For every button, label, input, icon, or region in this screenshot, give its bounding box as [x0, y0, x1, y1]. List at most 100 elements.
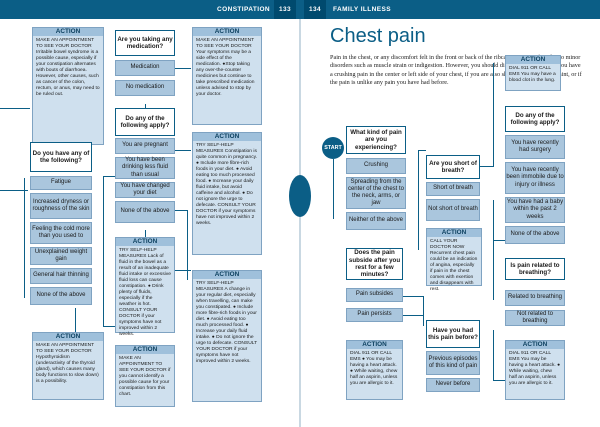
action-text: DIAL 911 OR CALL EMS You may have a bloo… [509, 66, 556, 83]
right-page-number: 134 [304, 0, 326, 19]
action-text: TRY SELF-HELP MEASURES Constipation is q… [196, 143, 258, 226]
action-text: MAKE AN APPOINTMENT TO SEE YOUR DOCTOR i… [119, 356, 171, 397]
connector-line [0, 108, 30, 109]
option-never-before: Never before [426, 378, 480, 392]
action-box: ACTION DIAL 911 OR CALL EMS ● You may be… [346, 340, 403, 400]
connector-line [175, 150, 191, 151]
action-text: DIAL 911 OR CALL EMS ● You may be having… [350, 351, 398, 386]
option-no-medication: No medication [115, 80, 175, 96]
action-text: MAKE AN APPOINTMENT TO SEE YOUR DOCTOR I… [36, 38, 100, 97]
connector-line [145, 230, 146, 242]
action-box: ACTION TRY SELF-HELP MEASURES A change i… [192, 270, 262, 402]
option-none: None of the above [505, 226, 565, 244]
option-injury: You have recently been immobile due to i… [505, 162, 565, 194]
connector-line [175, 210, 187, 211]
action-box: ACTION MAKE AN APPOINTMENT TO SEE YOUR D… [32, 332, 104, 400]
option-pregnant: You are pregnant [115, 138, 175, 154]
connector-line [403, 315, 423, 316]
option-dryness: Increased dryness or roughness of the sk… [30, 193, 92, 219]
right-page-header: 134 FAMILY ILLNESS [300, 0, 600, 19]
right-running-head: FAMILY ILLNESS [333, 6, 391, 13]
action-title: ACTION [33, 333, 103, 341]
question-related-breathing: Is pain related to breathing? [505, 258, 565, 280]
action-box: ACTION DIAL 911 OR CALL EMS You may have… [505, 55, 561, 91]
page-title: Chest pain [330, 25, 426, 47]
left-page-header: CONSTIPATION 133 [0, 0, 300, 19]
option-not-related: Not related to breathing [505, 310, 565, 326]
connector-line [493, 63, 494, 166]
option-changed-diet: You have changed your diet [115, 182, 175, 198]
connector-line [403, 296, 423, 297]
option-pain-persists: Pain persists [346, 308, 403, 322]
action-title: ACTION [116, 346, 174, 354]
action-title: ACTION [116, 238, 174, 246]
action-text: TRY SELF-HELP MEASURES A change in your … [196, 281, 257, 364]
option-surgery: You have recently had surgery [505, 135, 565, 159]
connector-line [75, 308, 76, 332]
option-baby: You have had a baby within the past 2 we… [505, 197, 565, 223]
action-title: ACTION [427, 229, 481, 237]
action-box: ACTION MAKE AN APPOINTMENT TO SEE YOUR D… [192, 27, 262, 125]
connector-line [493, 380, 505, 381]
question-pain-before: Have you had this pain before? [426, 320, 480, 348]
connector-line [493, 330, 494, 380]
option-weight: Unexplained weight gain [30, 247, 92, 265]
question-short-of-breath: Are you short of breath? [426, 155, 480, 179]
start-badge: START [322, 137, 344, 159]
option-related: Related to breathing [505, 290, 565, 306]
connector-line [103, 176, 115, 177]
connector-line [480, 166, 494, 167]
option-none: None of the above [30, 287, 92, 305]
option-pain-subsides: Pain subsides [346, 288, 403, 302]
option-cold: Feeling the cold more than you used to [30, 222, 92, 244]
option-spreading: Spreading from the center of the chest t… [346, 177, 406, 209]
action-title: ACTION [347, 341, 402, 349]
connector-line [187, 210, 188, 280]
action-title: ACTION [193, 271, 261, 279]
question-kind-of-pain: What kind of pain are you experiencing? [346, 126, 406, 154]
option-hair: General hair thinning [30, 268, 92, 284]
option-not-short-of-breath: Not short of breath [426, 199, 480, 221]
action-text: TRY SELF-HELP MEASURES Lack of fluid in … [119, 248, 171, 337]
question-following: Do any of the following apply? [505, 106, 565, 132]
connector-line [493, 200, 494, 300]
connector-line [418, 150, 419, 250]
action-box: ACTION TRY SELF-HELP MEASURES Lack of fl… [115, 237, 175, 337]
connector-line [103, 326, 115, 327]
action-text: MAKE AN APPOINTMENT TO SEE YOUR DOCTOR Y… [196, 38, 255, 97]
connector-line [418, 150, 426, 151]
option-none: None of the above [115, 201, 175, 223]
connector-line [333, 159, 334, 219]
connector-line [175, 270, 191, 271]
action-title: ACTION [33, 28, 103, 36]
option-fatigue: Fatigue [30, 176, 92, 190]
connector-line [493, 240, 505, 241]
option-less-fluid: You have been drinking less fluid than u… [115, 157, 175, 179]
question-any-of-following: Do you have any of the following? [30, 142, 92, 172]
action-title: ACTION [193, 133, 261, 141]
action-box: ACTION DIAL 911 OR CALL EMS You may be h… [505, 340, 565, 400]
connector-line [0, 190, 28, 191]
action-text: CALL YOUR DOCTOR NOW Recurrent chest pai… [430, 239, 478, 292]
action-box: ACTION MAKE AN APPOINTMENT TO SEE YOUR D… [115, 345, 175, 407]
action-text: DIAL 911 OR CALL EMS You may be having a… [509, 351, 561, 386]
intro-paragraph: Pain in the chest, or any discomfort fel… [330, 54, 582, 87]
action-title: ACTION [506, 56, 560, 64]
action-box: ACTION CALL YOUR DOCTOR NOW Recurrent ch… [426, 228, 482, 292]
section-tab [289, 175, 311, 217]
action-title: ACTION [506, 341, 564, 349]
question-pain-subside: Does the pain subside after you rest for… [346, 248, 403, 280]
action-box: ACTION MAKE AN APPOINTMENT TO SEE YOUR D… [32, 27, 104, 145]
left-running-head: CONSTIPATION [217, 6, 270, 13]
option-crushing: Crushing [346, 158, 406, 174]
question-following: Do any of the following apply? [115, 108, 175, 136]
connector-line [103, 176, 104, 326]
connector-line [175, 68, 191, 69]
action-text: MAKE AN APPOINTMENT TO SEE YOUR DOCTOR H… [36, 343, 99, 384]
option-short-of-breath: Short of breath [426, 182, 480, 196]
connector-line [423, 296, 424, 326]
question-medication: Are you taking any medication? [115, 30, 175, 56]
book-gutter [299, 19, 301, 427]
connector-line [24, 178, 25, 298]
action-box: ACTION TRY SELF-HELP MEASURES Constipati… [192, 132, 262, 255]
